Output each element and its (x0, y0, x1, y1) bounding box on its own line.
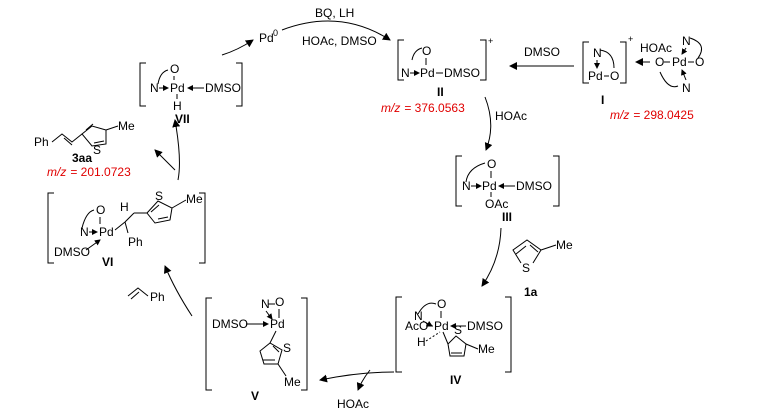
complex-i-n: N (593, 46, 602, 60)
complex-v-n: N (261, 297, 270, 311)
complex-iv-h: H (417, 335, 426, 349)
complex-v-o: O (275, 295, 284, 309)
reagent-hoac-second: HOAc (495, 109, 527, 123)
complex-ii-dmso: DMSO (444, 66, 480, 80)
reagent-hoac-first: HOAc (640, 41, 672, 55)
pd0-oxidation-state: 0 (273, 28, 278, 38)
precursor-n-top: N (682, 34, 691, 48)
complex-vii-h: H (173, 99, 182, 113)
complex-ii-pd: Pd (420, 66, 435, 80)
precursor-o-right: O (695, 55, 704, 69)
complex-iii: O N Pd DMSO OAc III (455, 155, 560, 224)
complex-iv-n: N (414, 309, 423, 323)
arrow-to-3aa (154, 149, 176, 171)
complex-vi-o: O (96, 203, 105, 217)
complex-vi-me: Me (186, 192, 203, 206)
complex-ii-label: II (437, 85, 444, 99)
complex-v-me: Me (284, 375, 301, 389)
product-3aa-label: 3aa (72, 151, 92, 165)
complex-v-dmso: DMSO (212, 317, 248, 331)
arrow-iii-to-iv (481, 227, 502, 287)
complex-iv-o: O (437, 297, 446, 311)
complex-vii-pd: Pd (170, 81, 185, 95)
complex-iii-n: N (462, 179, 471, 193)
complex-vii-label: VII (175, 112, 190, 126)
complex-vii: O N Pd DMSO H VII (139, 62, 243, 126)
complex-ii-charge: + (488, 36, 493, 46)
i-mz-label: m/z= 298.0425 (610, 108, 694, 122)
complex-iii-label: III (502, 210, 512, 224)
complex-v-pd: Pd (270, 317, 285, 331)
substrate-1a-label: 1a (524, 285, 538, 299)
complex-i-o: O (610, 69, 619, 83)
complex-vi-s: S (155, 189, 163, 203)
complex-vi-label: VI (102, 255, 113, 269)
pd0-species: Pd 0 (259, 28, 278, 45)
arrow-vii-to-pd0 (221, 39, 254, 56)
arrow-vi-to-vii (172, 119, 181, 181)
3aa-mz-label: m/z= 201.0723 (47, 165, 131, 179)
product-3aa: Ph S Me 3aa (34, 119, 135, 165)
complex-iii-oac: OAc (485, 197, 508, 211)
complex-iv-me: Me (478, 342, 495, 356)
substrate-1a-me: Me (556, 238, 573, 252)
complex-iv-label: IV (450, 373, 461, 387)
precursor-pd: Pd (672, 55, 687, 69)
complex-vii-n: N (150, 81, 159, 95)
arrow-pd0-to-ii (281, 20, 391, 41)
product-3aa-s: S (93, 143, 101, 157)
arrow-v-to-vi (164, 265, 193, 317)
arrow-ii-to-iii (484, 96, 493, 151)
complex-i-label: I (601, 93, 604, 107)
substrate-1a-s: S (522, 261, 530, 275)
styrene: Ph (127, 287, 165, 304)
complex-iv-pd: Pd (434, 319, 449, 333)
reagent-hoac-dmso-top: HOAc, DMSO (302, 34, 377, 48)
product-3aa-me: Me (118, 119, 135, 133)
complex-vii-o: O (170, 62, 179, 76)
complex-vi-n: N (80, 225, 89, 239)
precursor-o-left: O (655, 55, 664, 69)
ii-mz-label: m/z= 376.0563 (381, 101, 465, 115)
pd0-symbol: Pd (259, 31, 274, 45)
complex-i-charge: + (628, 34, 633, 44)
complex-v: N O DMSO Pd S Me V (205, 295, 308, 403)
reagent-hoac-byproduct: HOAc (337, 397, 369, 411)
complex-iii-dmso: DMSO (516, 179, 552, 193)
complex-v-s: S (283, 341, 291, 355)
complex-ii-o: O (422, 44, 431, 58)
complex-ii: + O N Pd DMSO II (397, 36, 493, 99)
complex-i-pd: Pd (588, 69, 603, 83)
complex-iii-o: O (487, 157, 496, 171)
substrate-1a: S Me 1a (512, 238, 573, 299)
precursor-n-bottom: N (682, 81, 691, 95)
complex-iv-dmso: DMSO (467, 319, 503, 333)
reagent-bq-lh: BQ, LH (315, 6, 354, 20)
pd-precursor-complex: N O Pd O N (655, 34, 704, 95)
complex-ii-n: N (401, 66, 410, 80)
styrene-ph: Ph (150, 290, 165, 304)
complex-iv-aco: AcO (405, 319, 428, 333)
arrow-iv-to-v (319, 371, 395, 383)
product-3aa-ph: Ph (34, 135, 49, 149)
complex-v-label: V (251, 389, 259, 403)
complex-vi-ph: Ph (128, 235, 143, 249)
arrow-hoac-loss (356, 369, 371, 391)
complex-vi-pd: Pd (99, 225, 114, 239)
complex-vii-dmso: DMSO (205, 81, 241, 95)
complex-iv: O N AcO Pd DMSO H S Me IV (395, 296, 512, 387)
reagent-dmso: DMSO (524, 45, 560, 59)
complex-vi: O N Pd H Ph S Me DMSO VI (47, 189, 206, 269)
complex-iii-pd: Pd (482, 179, 497, 193)
complex-vi-dmso: DMSO (54, 245, 90, 259)
complex-iv-s: S (454, 323, 462, 337)
complex-vi-h: H (120, 200, 129, 214)
complex-i: + N Pd O I (582, 34, 633, 107)
